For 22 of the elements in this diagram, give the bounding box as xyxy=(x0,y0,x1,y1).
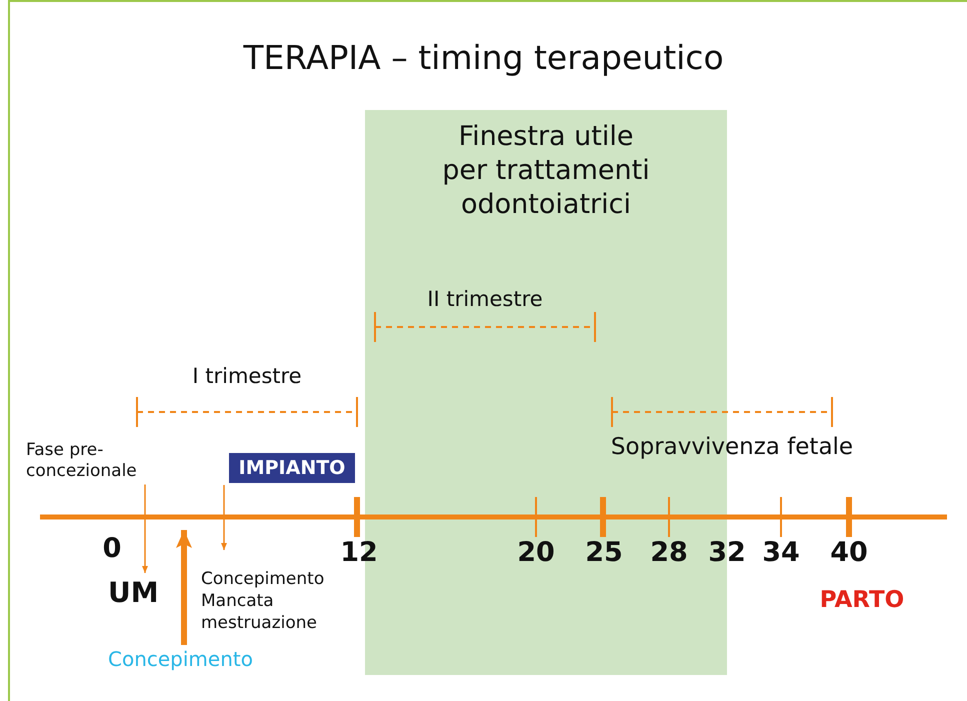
period-label: Sopravvivenza fetale xyxy=(610,434,854,462)
week-number: 28 xyxy=(649,537,689,570)
week-number: 25 xyxy=(584,537,624,570)
event-label: Concepimento xyxy=(108,647,273,672)
diagram-title: TERAPIA – timing terapeutico xyxy=(242,38,725,77)
panel-title: Finestra utile per trattamenti odontoiatrici xyxy=(441,120,651,222)
arrow xyxy=(221,485,227,550)
phase-tag: IMPIANTO xyxy=(229,453,355,483)
week-number: 0 xyxy=(102,533,122,566)
week-number: 12 xyxy=(339,537,379,570)
phase-label: Fase pre-concezionale xyxy=(26,440,166,482)
event-label: UM xyxy=(108,575,159,610)
delivery-label: PARTO xyxy=(818,587,906,615)
week-number: 40 xyxy=(829,537,869,570)
period-label: I trimestre xyxy=(191,364,303,390)
period-label: II trimestre xyxy=(426,287,544,312)
event-label: Concepimento Mancata mestruazione xyxy=(201,568,326,634)
arrow xyxy=(176,530,192,645)
week-number: 20 xyxy=(516,537,556,570)
arrow xyxy=(142,484,148,573)
week-number: 34 xyxy=(761,537,801,570)
week-number: 32 xyxy=(707,537,747,570)
